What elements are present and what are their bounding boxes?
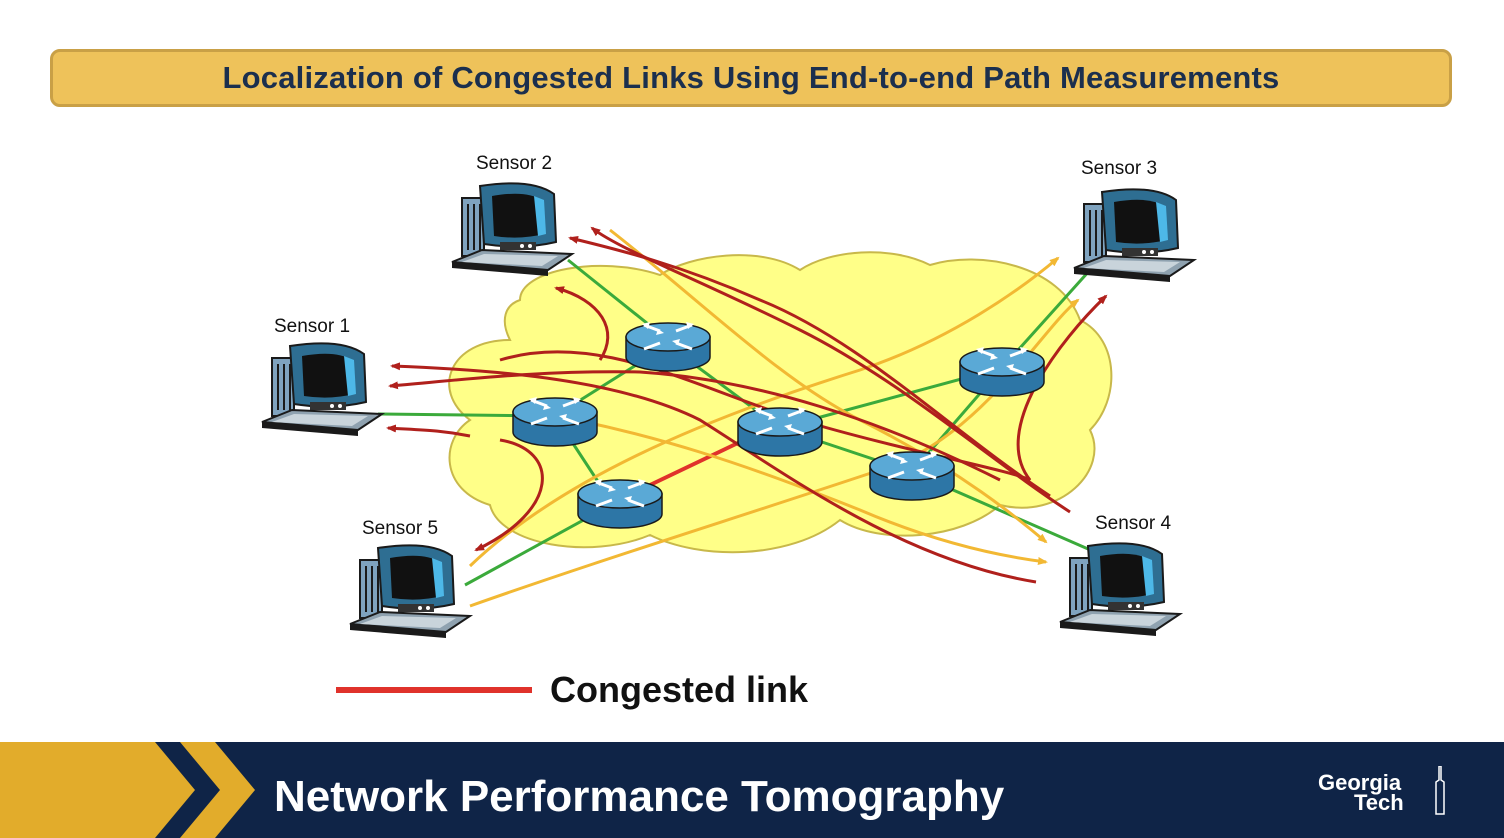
router-icon [511, 395, 599, 448]
router-icon [576, 477, 664, 530]
slide-title-bar: Localization of Congested Links Using En… [50, 49, 1452, 107]
sensor-label: Sensor 4 [1095, 513, 1171, 534]
georgia-tech-logo: Georgia Tech [1318, 766, 1458, 822]
footer-title: Network Performance Tomography [274, 772, 1005, 821]
sensor-1-computer-icon [261, 342, 383, 437]
sensor-label: Sensor 3 [1081, 158, 1157, 179]
footer-chevron-icon [0, 742, 255, 838]
sensor-5-computer-icon [349, 544, 471, 639]
router-icon [868, 449, 956, 502]
logo-text-line1: Georgia [1318, 770, 1402, 795]
sensor-label: Sensor 1 [274, 316, 350, 337]
router-icon [958, 345, 1046, 398]
router-icon [624, 320, 712, 373]
congested-link [649, 440, 741, 487]
sensor-2-computer-icon [451, 182, 573, 277]
legend-label: Congested link [550, 669, 809, 710]
sensor-3-computer-icon [1073, 188, 1195, 283]
sensor-label: Sensor 5 [362, 518, 438, 539]
network-diagram: Sensor 2 Sensor 3 Sensor 1 Sensor 5 Sens… [261, 153, 1195, 710]
tech-tower-icon [1435, 766, 1445, 815]
sensor-4-computer-icon [1059, 542, 1181, 637]
slide-title: Localization of Congested Links Using En… [222, 60, 1280, 95]
logo-text-line2: Tech [1354, 790, 1404, 815]
sensor-label: Sensor 2 [476, 153, 552, 174]
footer-banner: Network Performance Tomography Georgia T… [0, 742, 1504, 838]
router-icon [736, 405, 824, 458]
